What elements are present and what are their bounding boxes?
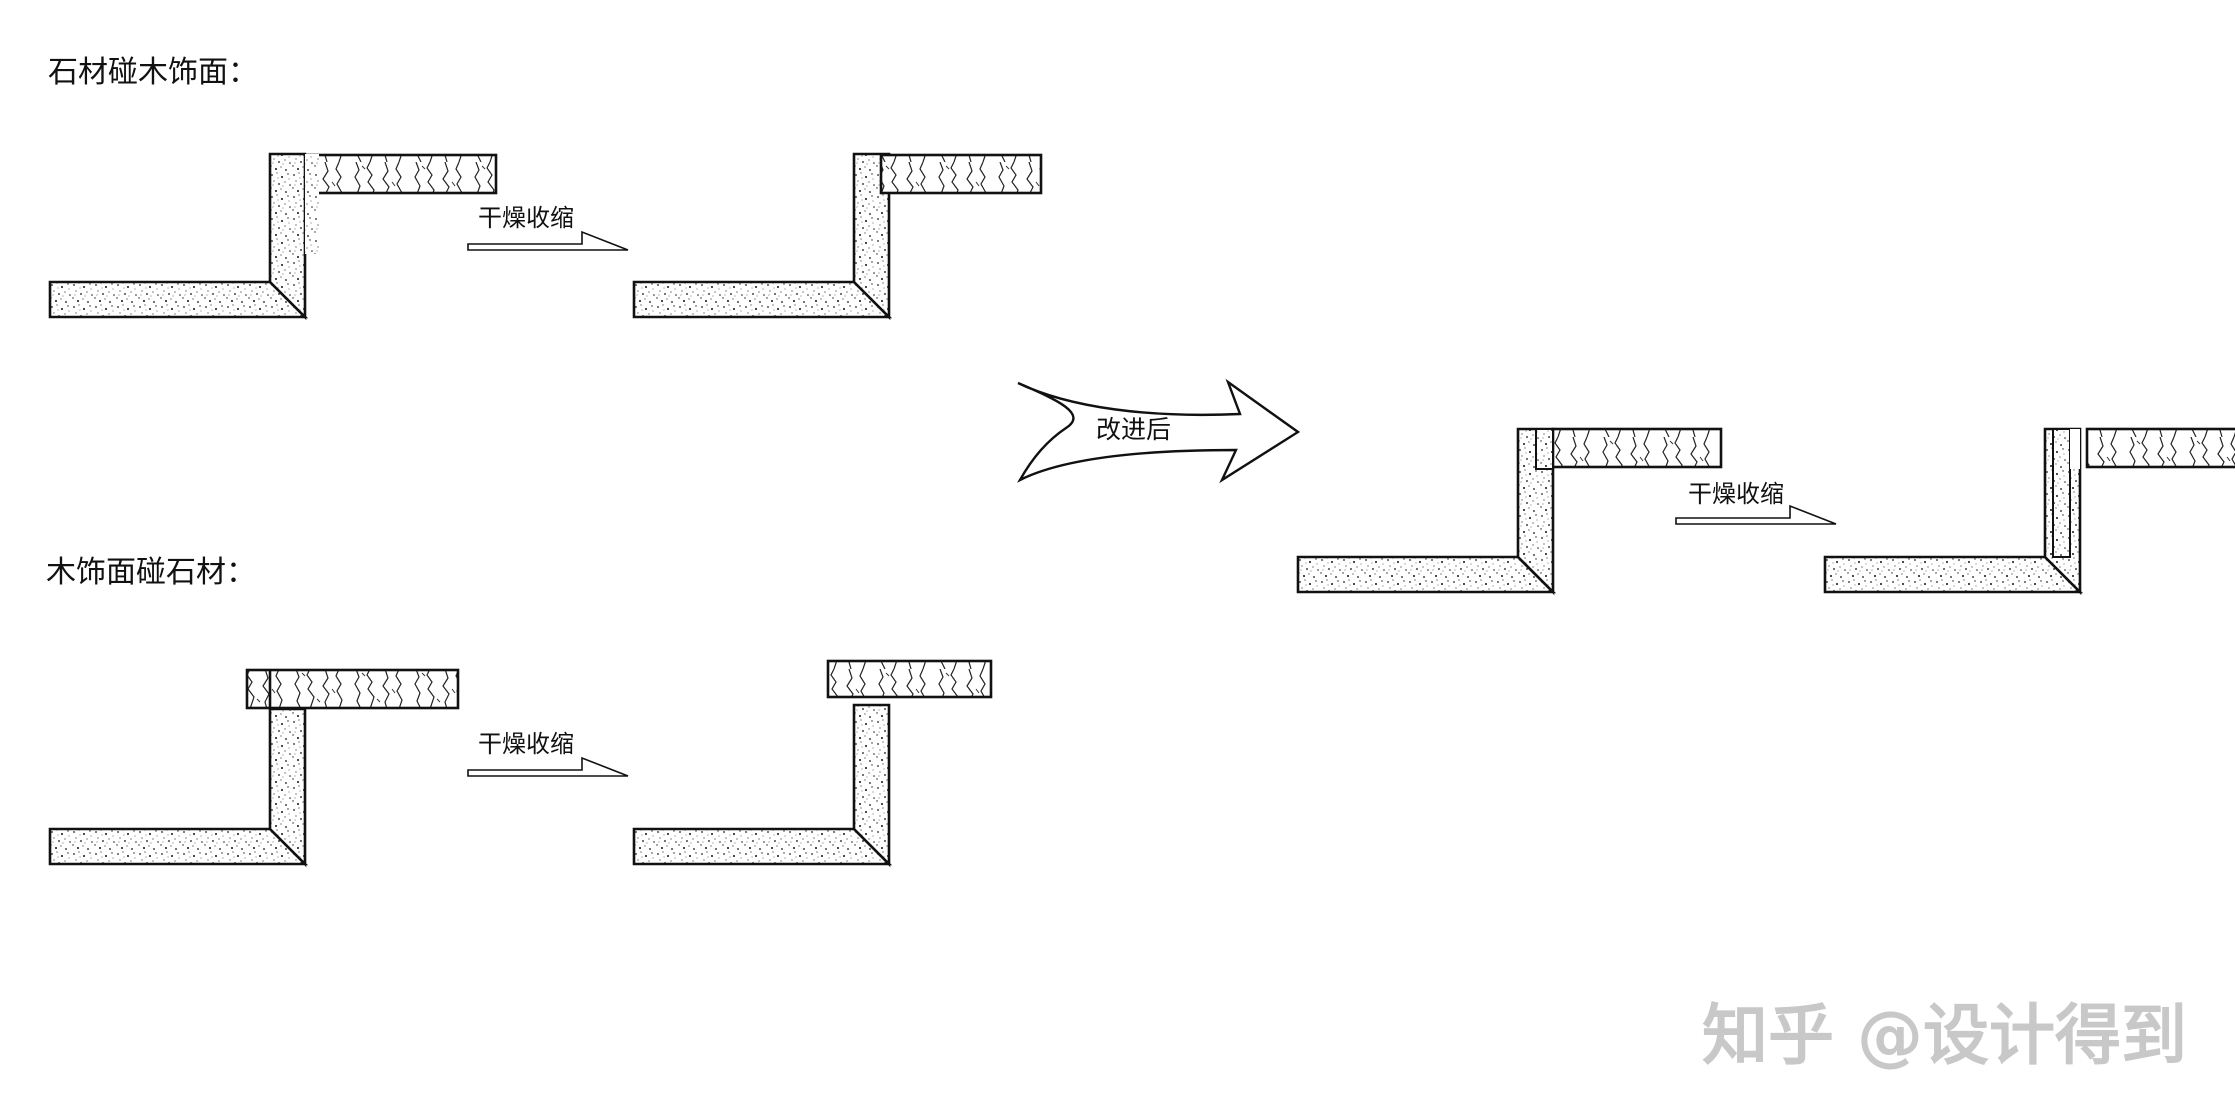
detail-stone-wood-before [48,152,498,319]
detail-wood-stone-after [632,659,993,868]
watermark: 知乎 @设计得到 [1702,997,2187,1074]
shrink-arrow-label: 干燥收缩 [478,204,574,232]
improved-arrow: 改进后 [1017,378,1301,484]
detail-wood-stone-before [48,668,460,868]
section-title-stone-meets-wood: 石材碰木饰面： [48,55,258,90]
shrink-arrow-2: 干燥收缩 [467,730,629,777]
detail-improved-after [1823,427,2235,594]
wood-panel-shrunk [2085,427,2235,469]
wood-panel-shrunk [826,659,993,699]
improved-arrow-label: 改进后 [1096,415,1171,444]
detail-improved-before [1296,427,1723,594]
wood-panel [1551,427,1723,469]
shrink-arrow-3: 干燥收缩 [1675,480,1837,525]
shrink-arrow-1: 干燥收缩 [467,204,629,251]
shrink-arrow-label: 干燥收缩 [478,730,574,758]
wood-panel-shrunk [879,153,1043,195]
wood-panel [306,153,498,195]
section-title-wood-meets-stone: 木饰面碰石材： [46,555,256,590]
shrink-arrow-label: 干燥收缩 [1688,480,1784,508]
detail-stone-wood-after [632,152,1043,319]
wood-panel [245,668,460,710]
